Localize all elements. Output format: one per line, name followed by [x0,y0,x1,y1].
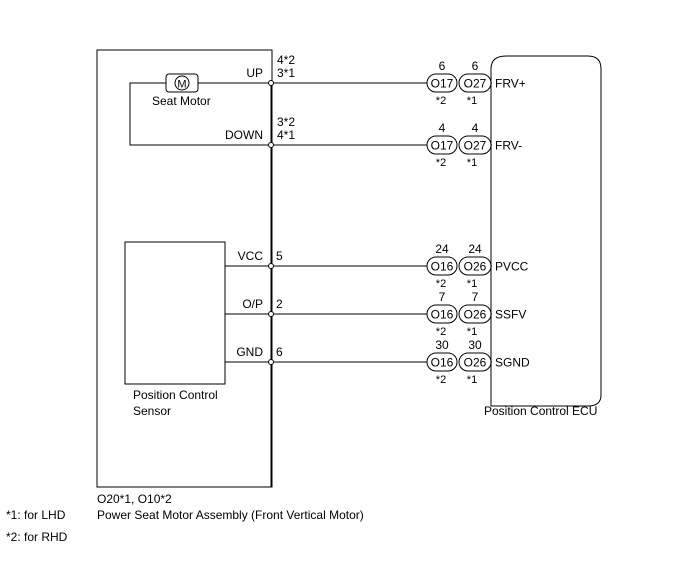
connector-b-pin: 24 [468,242,482,256]
connector-b-code: O27 [464,77,487,91]
sensor-label-line1: Position Control [133,388,218,402]
connector-a-code: O16 [431,308,454,322]
connector-a-note: *2 [436,95,446,107]
connector-b-shape [458,135,492,155]
terminal-dot [268,263,274,269]
ecu-terminal-name: PVCC [495,260,529,274]
seat-motor-label: Seat Motor [152,94,211,108]
ecu-terminal-name: SGND [495,356,530,370]
connector-b-pin: 7 [472,290,479,304]
connector-a-pin: 7 [439,290,446,304]
signal-name: VCC [238,249,264,263]
connector-a-shape [426,304,458,324]
connector-a-pin: 4 [439,121,446,135]
terminal-dot [268,80,274,86]
connector-a-shape [426,135,458,155]
ecu-box [490,55,602,407]
connector-b-note: *1 [467,95,477,107]
connector-b-pin: 30 [468,338,482,352]
assembly-name: Power Seat Motor Assembly (Front Vertica… [97,508,364,522]
connector-b-pin: 6 [472,59,479,73]
connector-a-code: O16 [431,356,454,370]
connector-b-code: O26 [464,308,487,322]
pin-number: 4*1 [277,128,295,142]
connector-b-shape [458,304,492,324]
connector-b-shape [458,352,492,372]
connector-a-note: *2 [436,326,446,338]
connector-a-shape [426,73,458,93]
pin-number: 3*2 [277,115,295,129]
motor-return-wire [129,82,271,146]
note-rhd: *2: for RHD [6,530,68,544]
connector-a-shape [426,256,458,276]
connector-b-pin: 4 [472,121,479,135]
connector-b-code: O27 [464,139,487,153]
connector-a-note: *2 [436,278,446,290]
connector-a-pin: 6 [439,59,446,73]
ecu-terminal-name: FRV+ [495,77,526,91]
signal-name: UP [246,66,263,80]
connector-a-pin: 30 [435,338,449,352]
ecu-terminal-name: SSFV [495,308,526,322]
connector-a-code: O17 [431,77,454,91]
terminal-dot [268,142,274,148]
connector-b-note: *1 [467,326,477,338]
connector-a-note: *2 [436,157,446,169]
pin-number: 2 [276,297,283,311]
position-sensor-box [124,241,226,385]
note-lhd: *1: for LHD [6,508,66,522]
wire-rows: UP4*23*1O176*2O276*1FRV+DOWN3*24*1O174*2… [225,53,530,386]
terminal-dot [268,311,274,317]
connector-a-code: O16 [431,260,454,274]
connector-b-note: *1 [467,278,477,290]
connector-a-code: O17 [431,139,454,153]
connector-b-shape [458,256,492,276]
pin-number: 4*2 [277,53,295,67]
connector-b-shape [458,73,492,93]
connector-a-pin: 24 [435,242,449,256]
connector-b-code: O26 [464,260,487,274]
ecu-label: Position Control ECU [484,404,597,418]
ecu-terminal-name: FRV- [495,139,522,153]
signal-name: DOWN [225,128,263,142]
terminal-dot [268,359,274,365]
pin-number: 3*1 [277,66,295,80]
seat-motor-icon: M [165,73,199,93]
sensor-label-line2: Sensor [133,404,171,418]
connector-a-note: *2 [436,374,446,386]
pin-number: 5 [276,249,283,263]
signal-name: O/P [242,297,263,311]
pin-number: 6 [276,345,283,359]
motor-symbol: M [177,79,186,91]
connector-a-shape [426,352,458,372]
signal-name: GND [236,345,263,359]
connector-b-code: O26 [464,356,487,370]
connector-b-note: *1 [467,374,477,386]
connector-b-note: *1 [467,157,477,169]
assembly-connector-ref: O20*1, O10*2 [97,492,172,506]
